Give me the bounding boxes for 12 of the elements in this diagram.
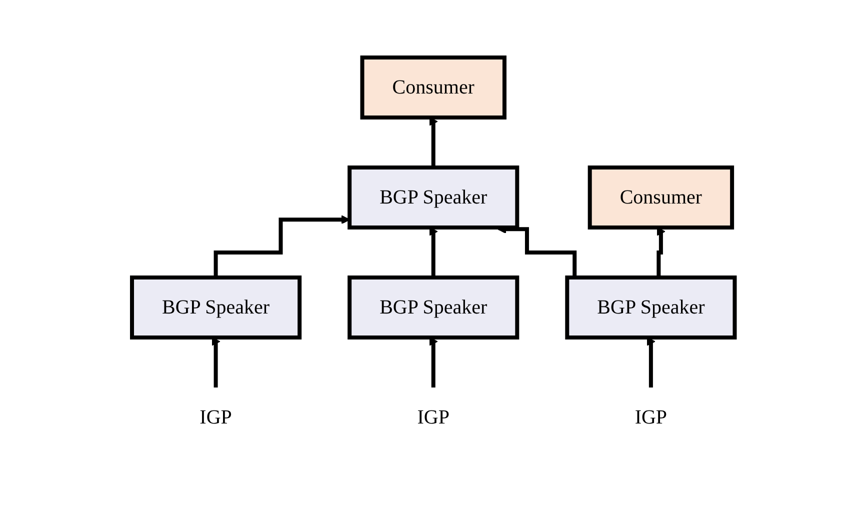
node-box: BGP Speaker	[130, 276, 302, 340]
arrow	[429, 337, 438, 390]
node-box: Consumer	[360, 56, 507, 120]
node-text: IGP	[634, 406, 668, 428]
arrow	[646, 337, 656, 390]
node-text: IGP	[417, 406, 450, 428]
node-box: BGP Speaker	[565, 276, 737, 340]
node-box: BGP Speaker	[348, 166, 520, 230]
arrow	[212, 337, 220, 390]
node-box: Consumer	[588, 166, 734, 230]
node-box: BGP Speaker	[348, 276, 520, 340]
node-text: IGP	[200, 406, 232, 428]
